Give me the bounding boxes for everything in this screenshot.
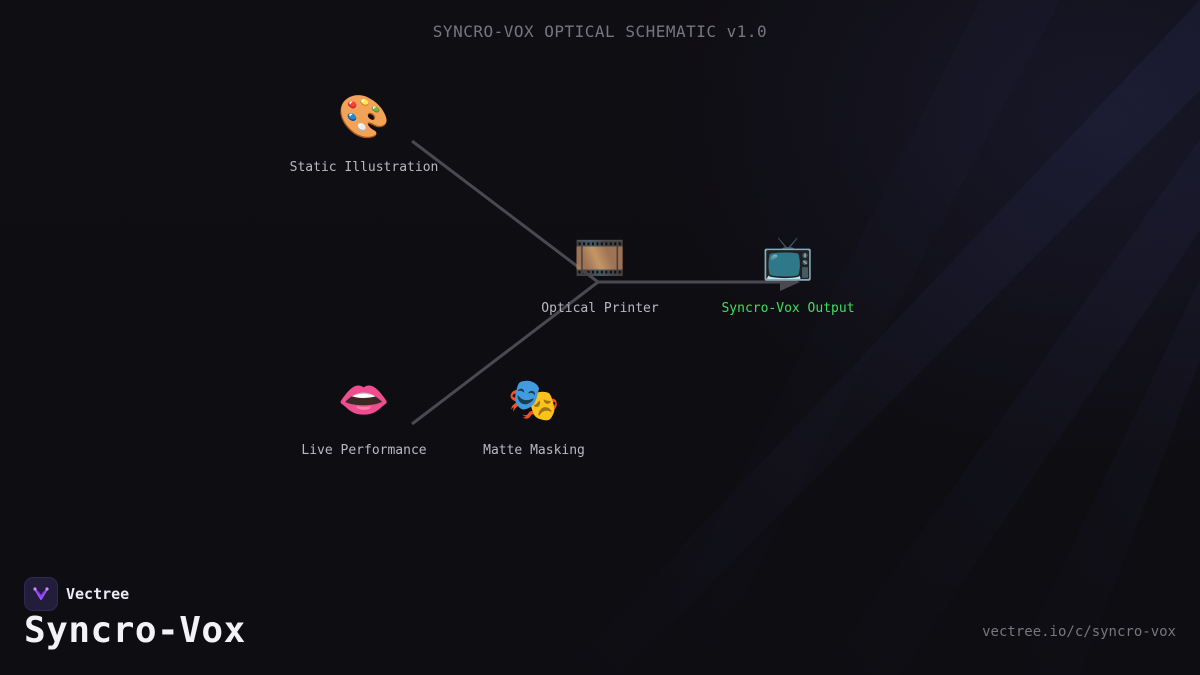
theater-masks-icon: 🎭 (507, 375, 561, 424)
node-label: Live Performance (301, 443, 427, 458)
mouth-icon: 👄 (337, 375, 391, 424)
brand-header[interactable]: Vectree (24, 577, 129, 611)
node-label: Static Illustration (289, 160, 439, 175)
node-label: Matte Masking (483, 443, 585, 458)
node-label: Optical Printer (541, 301, 659, 316)
page-title: Syncro-Vox (24, 610, 246, 651)
node-matte-masking[interactable]: 🎭 Matte Masking (434, 375, 634, 458)
node-syncro-vox-output[interactable]: 📺 Syncro-Vox Output (688, 233, 888, 316)
arrowhead-icon (780, 274, 800, 291)
vectree-logo-icon (24, 577, 58, 611)
node-live-performance[interactable]: 👄 Live Performance (264, 375, 464, 458)
film-frames-icon: 🎞️ (573, 233, 627, 282)
node-static-illustration[interactable]: 🎨 Static Illustration (264, 92, 464, 175)
brand-name: Vectree (66, 585, 130, 603)
schematic-title: SYNCRO-VOX OPTICAL SCHEMATIC v1.0 (432, 22, 768, 41)
television-icon: 📺 (761, 233, 815, 282)
wire-live-to-printer (411, 280, 599, 426)
node-optical-printer[interactable]: 🎞️ Optical Printer (500, 233, 700, 316)
source-url-link[interactable]: vectree.io/c/syncro-vox (982, 624, 1176, 640)
palette-icon: 🎨 (337, 92, 391, 141)
node-label: Syncro-Vox Output (721, 301, 855, 316)
wire-static-to-printer (411, 139, 599, 284)
